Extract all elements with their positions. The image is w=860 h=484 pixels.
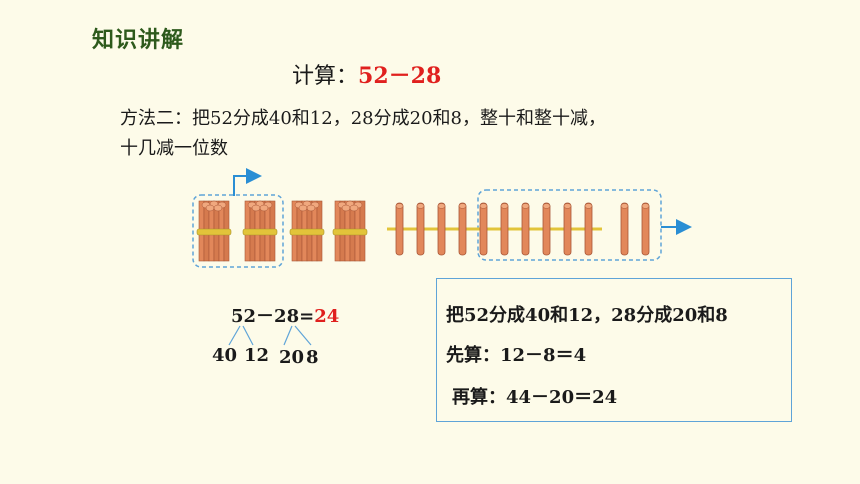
single-stick-icon [584,202,593,256]
method-text-line1: 方法二：把52分成40和12，28分成20和8，整十和整十减， [120,108,606,129]
single-stick-icon [542,202,551,256]
single-stick-icon [395,202,404,256]
single-stick-icon [500,202,509,256]
box-line-then: 再算：44－20＝24 [452,387,618,408]
section-title: 知识讲解 [92,28,185,53]
single-stick-icon [437,202,446,256]
split-8: 8 [306,347,319,368]
single-stick-icon [479,202,488,256]
single-stick-icon [620,202,629,256]
stick-bundle-icon [242,200,278,262]
tens-group-box [192,194,284,268]
arrow-up-right-icon [233,168,262,196]
calc-heading: 计算：52－28 [292,58,441,90]
single-stick-icon [641,202,650,256]
calc-prefix: 计算： [292,64,359,89]
split-12: 12 [244,345,270,366]
ones-group-box [477,189,662,261]
split-line-28-left [283,325,293,346]
equation: 52－28=24 [231,302,339,328]
equation-lhs: 52－28= [231,306,315,327]
stick-bundle-icon [332,200,368,262]
split-line-28-right [294,325,312,346]
single-stick-icon [416,202,425,256]
split-40: 40 [212,345,238,366]
stick-bundle-icon [289,200,325,262]
split-line-52-right [242,325,254,346]
split-line-52-left [228,325,241,346]
split-20: 20 [279,347,305,368]
method-text-line2: 十几减一位数 [120,138,228,159]
calc-expression: 52－28 [358,63,442,89]
box-line-split: 把52分成40和12，28分成20和8 [446,305,728,326]
box-line-first: 先算：12－8＝4 [446,345,587,366]
single-stick-icon [458,202,467,256]
single-stick-icon [563,202,572,256]
stick-bundle-icon [196,200,232,262]
explanation-box: 把52分成40和12，28分成20和8 先算：12－8＝4 再算：44－20＝2… [436,278,792,422]
single-stick-icon [521,202,530,256]
equation-answer: 24 [314,306,340,327]
